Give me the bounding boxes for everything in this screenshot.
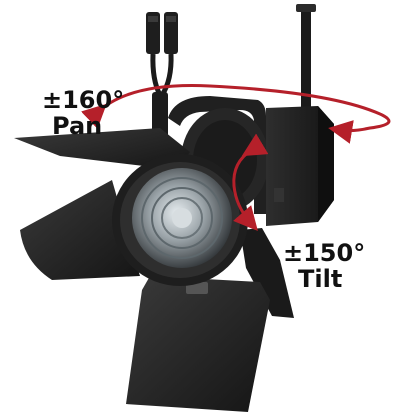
tilt-arrow bbox=[232, 133, 269, 232]
pan-arrow bbox=[81, 84, 391, 144]
pole-clamp bbox=[296, 4, 316, 12]
mounting-pole bbox=[301, 8, 311, 108]
pan-range-value: ±160° bbox=[42, 86, 125, 114]
tilt-label: Tilt bbox=[298, 265, 343, 293]
control-box bbox=[266, 106, 334, 226]
barn-door-right bbox=[240, 228, 294, 318]
tilt-range-value: ±150° bbox=[283, 239, 366, 267]
barn-door-bottom bbox=[126, 276, 270, 412]
barn-door-left bbox=[20, 180, 140, 280]
fresnel-lens bbox=[132, 168, 232, 268]
pan-label: Pan bbox=[52, 112, 103, 140]
